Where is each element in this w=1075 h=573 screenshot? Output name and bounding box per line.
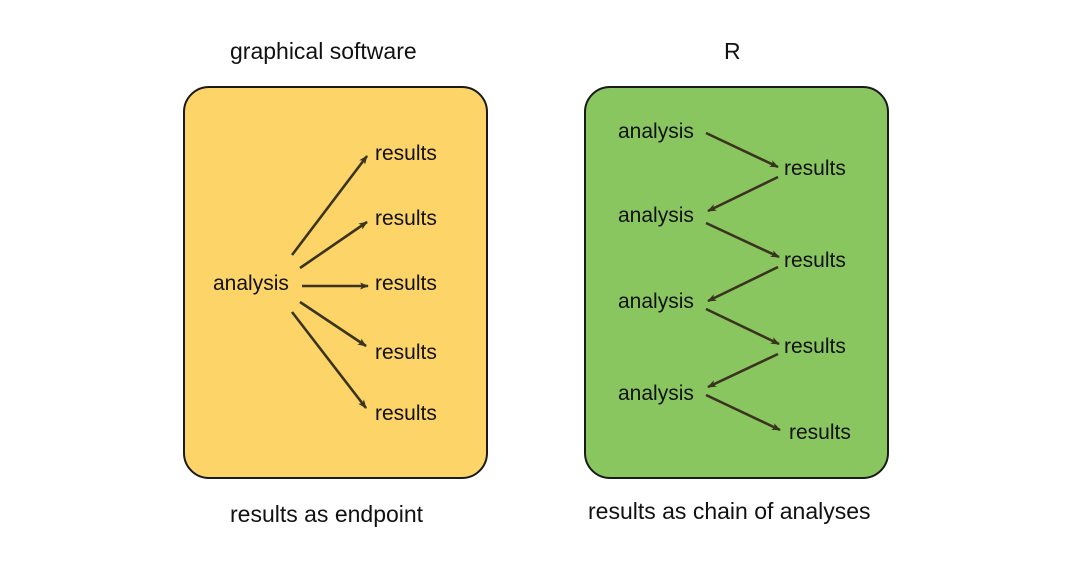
graphical-software-panel	[183, 86, 488, 479]
left-results-node: results	[375, 272, 437, 295]
right-results-node: results	[784, 249, 846, 272]
arrow-analysis-to-results-1	[290, 155, 369, 256]
chain-arrow-6	[707, 352, 779, 389]
left-panel-caption: results as endpoint	[230, 501, 424, 527]
chain-arrow-5	[705, 307, 780, 346]
left-results-node: results	[375, 142, 437, 165]
left-results-node: results	[375, 207, 437, 230]
arrow-analysis-to-results-5	[290, 311, 368, 409]
right-analysis-node: analysis	[618, 290, 694, 313]
r-panel	[584, 86, 889, 479]
arrow-analysis-to-results-2	[299, 220, 368, 270]
right-panel-caption: results as chain of analyses	[588, 498, 871, 524]
chain-arrow-2	[707, 175, 779, 213]
right-analysis-node: analysis	[618, 120, 694, 143]
left-results-node: results	[375, 341, 437, 364]
left-analysis-node: analysis	[213, 272, 289, 295]
chain-arrow-3	[705, 221, 780, 259]
right-analysis-node: analysis	[618, 382, 694, 405]
right-panel-title: R	[724, 38, 741, 64]
arrow-analysis-to-results-4	[299, 300, 367, 348]
left-panel-title: graphical software	[230, 38, 417, 64]
chain-arrow-1	[705, 131, 779, 169]
right-results-node: results	[784, 157, 846, 180]
right-analysis-node: analysis	[618, 204, 694, 227]
chain-arrow-7	[705, 393, 781, 432]
right-results-node: results	[789, 421, 851, 444]
chain-arrow-4	[707, 265, 779, 303]
left-results-node: results	[375, 402, 437, 425]
right-results-node: results	[784, 335, 846, 358]
